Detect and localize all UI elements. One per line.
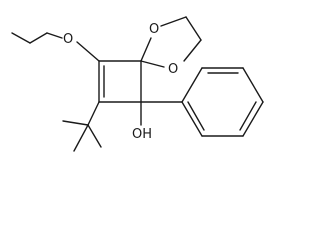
bond-ch2-o-lower: [183, 39, 202, 62]
phenyl-inner-double-2: [239, 101, 257, 131]
bond-o-upper-ch2: [160, 16, 187, 27]
bond-isopropyl-ch-o: [46, 32, 63, 39]
atom-label-dioxolane-o-lower: O: [168, 62, 178, 77]
phenyl-bond-6: [181, 101, 203, 137]
atom-label-hydroxyl: OH: [132, 127, 152, 142]
bond-ring-tbutyl: [87, 101, 100, 126]
bond-isopropyl-methyl-left: [11, 32, 31, 44]
atom-label-ether-o: O: [63, 32, 73, 47]
phenyl-bond-3: [242, 67, 264, 103]
phenyl-inner-double-3: [187, 101, 205, 131]
bond-ch2-ch2: [185, 16, 202, 41]
bond-tbutyl-methyl-right: [87, 124, 102, 148]
bond-tbutyl-methyl-bottom: [73, 124, 89, 152]
chemical-structure-canvas: O O O OH: [11, 16, 264, 152]
bond-o-lower-spiro: [140, 60, 165, 68]
phenyl-bond-1: [181, 67, 203, 103]
phenyl-bond-4: [242, 101, 264, 137]
bond-tbutyl-methyl-left: [62, 120, 89, 126]
bond-isopropyl-methyl-right: [29, 32, 48, 44]
molecule-diagram: O O O OH: [11, 16, 264, 152]
bond-spiro-o-upper: [140, 37, 152, 62]
bond-o-ring: [76, 41, 100, 62]
atom-label-dioxolane-o-upper: O: [149, 22, 159, 37]
